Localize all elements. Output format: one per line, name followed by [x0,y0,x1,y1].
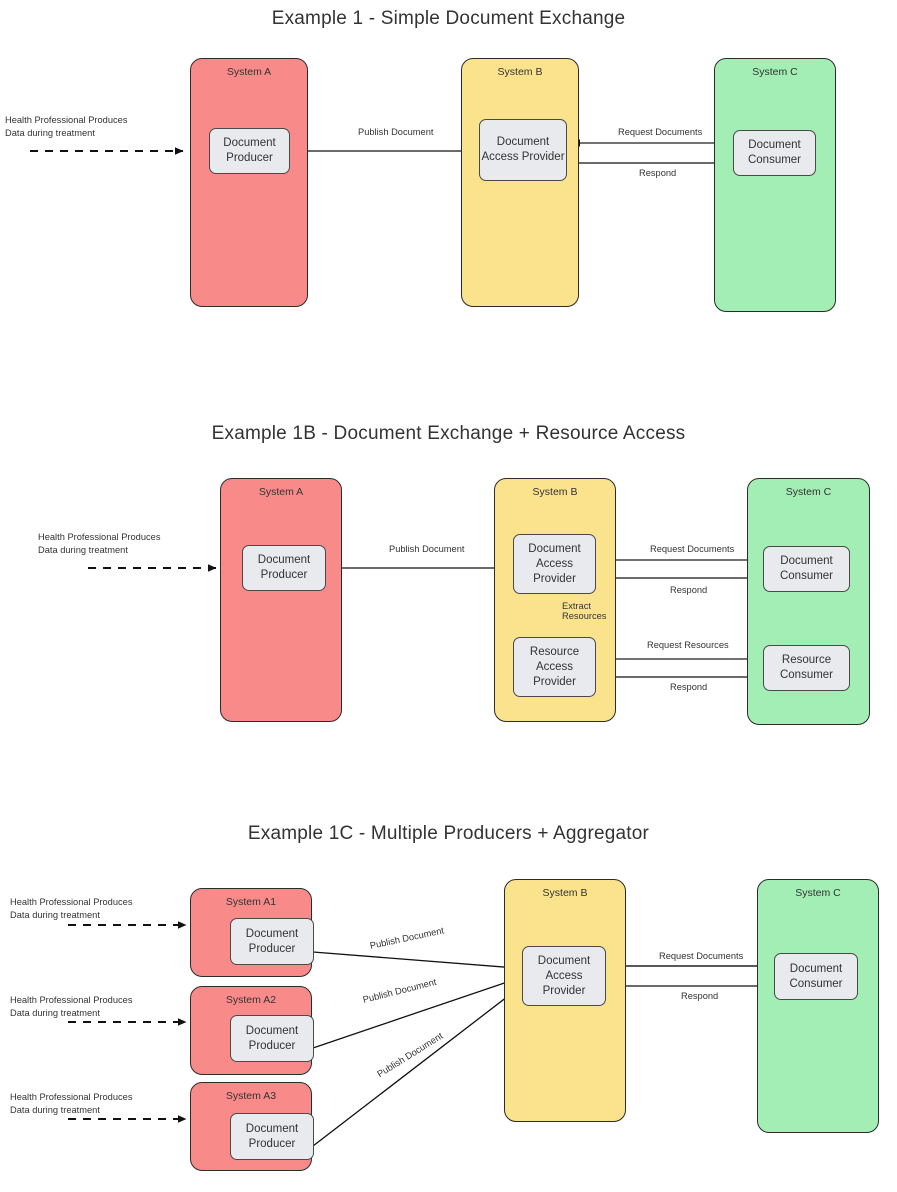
system-label-b-1b: System B [532,486,578,498]
edge-label-request-documents: Request Documents [618,127,703,137]
system-label-c-1b: System C [785,486,832,498]
node-document-access-provider[interactable]: Document Access Provider [479,119,567,181]
system-box-a-1b[interactable]: System A [220,478,342,722]
page-title-example-1c: Example 1C - Multiple Producers + Aggreg… [247,823,650,844]
annotation-health-professional-1: Health Professional Produces Data during… [5,115,128,138]
node-resource-access-provider-1b[interactable]: Resource Access Provider [513,637,596,697]
system-label-a3: System A3 [225,1090,277,1102]
system-label-c: System C [752,66,798,78]
edge-label-publish-document-a3: Publish Document [375,1030,445,1080]
edge-label-respond-documents-1b: Respond [670,585,708,595]
node-document-access-provider-1b[interactable]: Document Access Provider [513,534,596,594]
edge-label-respond: Respond [639,168,677,178]
edge-label-respond-resources-1b: Respond [670,682,708,692]
node-document-consumer-1c[interactable]: Document Consumer [774,953,858,1000]
edge-label-publish-document: Publish Document [358,127,434,137]
edge-label-request-resources-1b: Request Resources [647,640,729,650]
page-title-example-1b: Example 1B - Document Exchange + Resourc… [211,423,686,444]
node-document-producer[interactable]: Document Producer [209,128,290,174]
node-document-consumer[interactable]: Document Consumer [733,130,816,176]
edge-label-publish-document-1b: Publish Document [389,544,465,554]
system-label-a1: System A1 [225,896,277,908]
annotation-health-professional-1c-a1: Health Professional Produces Data during… [10,897,133,920]
page-title-example-1: Example 1 - Simple Document Exchange [271,8,626,29]
system-label-a2: System A2 [225,994,277,1006]
system-label-b: System B [497,66,543,78]
edge-label-request-documents-1b: Request Documents [650,544,735,554]
system-box-c[interactable]: System C [714,58,836,312]
node-resource-consumer-1b[interactable]: Resource Consumer [763,645,850,691]
annotation-health-professional-1c-a3: Health Professional Produces Data during… [10,1092,133,1115]
edge-label-respond-1c: Respond [681,991,719,1001]
node-document-producer-a2[interactable]: Document Producer [230,1015,314,1062]
system-box-c-1c[interactable]: System C [757,879,879,1133]
edge-label-extract-resources-1b: Extract Resources [562,601,607,621]
system-label-b-1c: System B [542,887,588,899]
edge-label-request-documents-1c: Request Documents [659,951,744,961]
annotation-health-professional-1c-a2: Health Professional Produces Data during… [10,995,133,1018]
system-label-a-1b: System A [258,486,304,498]
edge-label-publish-document-a1: Publish Document [368,925,445,951]
edge-label-publish-document-a2: Publish Document [361,976,438,1005]
annotation-health-professional-1b: Health Professional Produces Data during… [38,532,161,555]
system-box-b[interactable]: System B [461,58,579,307]
node-document-consumer-1b[interactable]: Document Consumer [763,546,850,592]
node-document-producer-a3[interactable]: Document Producer [230,1113,314,1160]
node-document-access-provider-1c[interactable]: Document Access Provider [522,946,606,1006]
system-label-c-1c: System C [795,887,841,899]
node-document-producer-1b[interactable]: Document Producer [242,545,326,591]
system-label-a: System A [226,66,272,78]
node-document-producer-a1[interactable]: Document Producer [230,918,314,965]
system-box-a[interactable]: System A [190,58,308,307]
